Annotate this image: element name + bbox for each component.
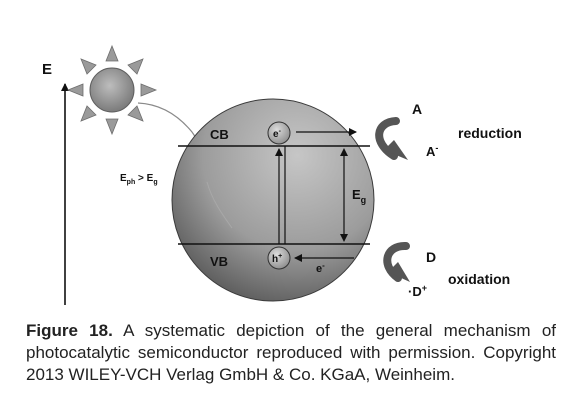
diagram-canvas: E Eph > Eg CB VB e- h+ [42,44,522,305]
electron: e- [267,121,291,145]
figure-label: Figure 18. [26,321,113,340]
svg-text:e-: e- [273,128,282,140]
valence-band-label: VB [210,254,228,269]
svg-text:h+: h+ [272,253,282,265]
sun-icon [66,44,158,136]
energy-condition: Eph > Eg [120,173,158,186]
energy-axis-label: E [42,61,52,78]
semiconductor-particle [171,98,375,302]
oxidation-label: oxidation [448,271,510,287]
reduction-label: reduction [458,125,522,141]
oxidation-reactant: D [426,249,436,265]
oxidation-arrow [383,242,410,282]
energy-axis: E [42,61,69,305]
conduction-band-label: CB [210,127,229,142]
caption-text: A systematic depiction of the general me… [26,321,556,384]
reduction-reactant: A [412,101,422,117]
figure-caption: Figure 18. A systematic depiction of the… [26,320,556,386]
band-gap-label: Eg [352,187,366,205]
oxidation-product: ·D+ [408,283,427,299]
light-path-inner [206,181,233,229]
hole: h+ [267,246,291,270]
reduction-product: A- [426,143,438,159]
recombination-electron-label: e- [316,261,325,275]
reduction-arrow [375,117,408,160]
